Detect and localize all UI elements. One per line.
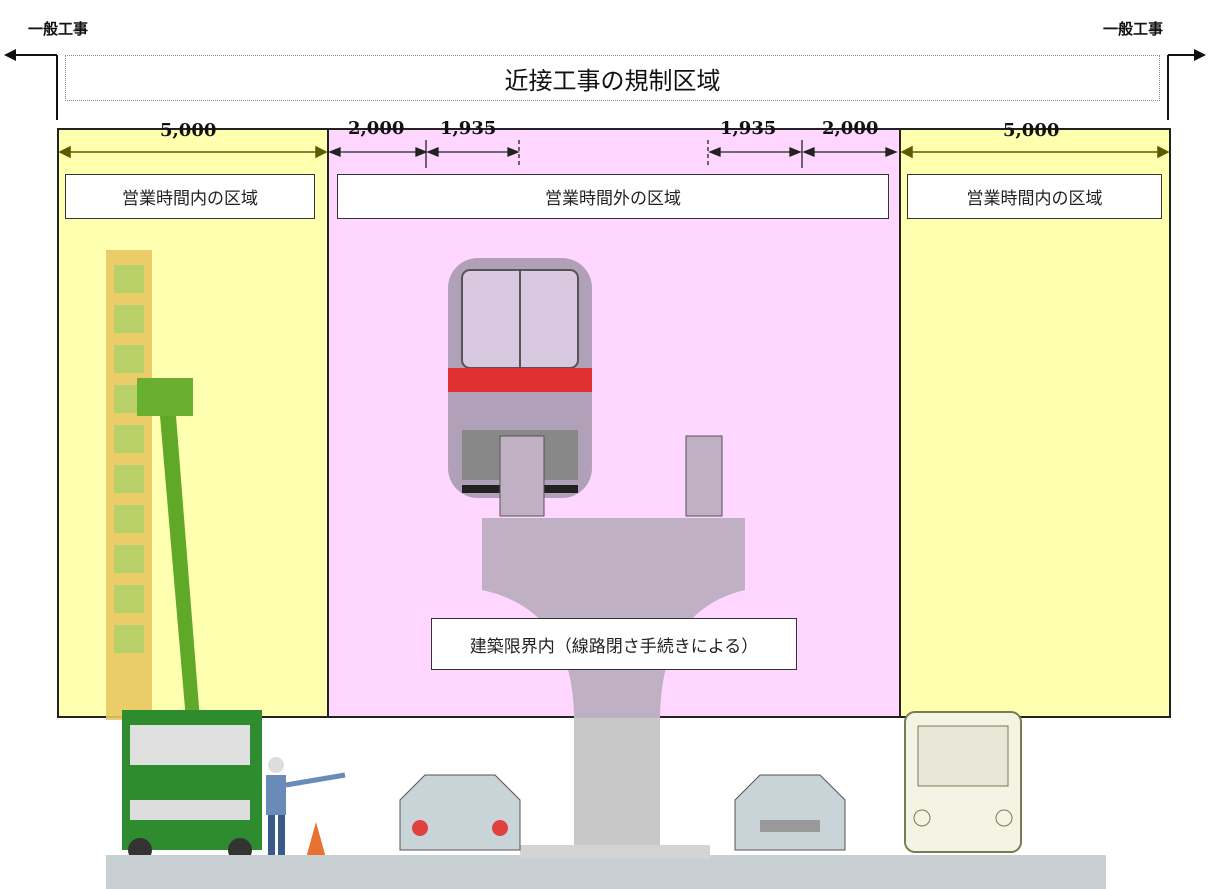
dim-center-left-outer: 2,000 xyxy=(348,118,405,139)
building-icon xyxy=(106,250,152,720)
car-icon xyxy=(734,774,846,851)
right-operating-zone xyxy=(899,128,1171,718)
zone-label-right: 営業時間内の区域 xyxy=(907,174,1162,219)
dim-center-right-outer: 2,000 xyxy=(822,118,879,139)
dim-center-right-inner: 1,935 xyxy=(720,118,777,139)
dimension-arrow-right-zone xyxy=(900,145,1170,159)
zone-label-left: 営業時間内の区域 xyxy=(65,174,315,219)
traffic-cone-icon xyxy=(306,822,326,858)
arrow-left-icon xyxy=(4,49,58,120)
dim-left-zone: 5,000 xyxy=(160,120,217,141)
regulated-area-title: 近接工事の規制区域 xyxy=(65,55,1160,101)
aerial-lift-truck-icon xyxy=(122,378,262,862)
bus-icon xyxy=(904,711,1022,853)
dimension-arrows-center xyxy=(328,140,898,168)
dimension-arrow-left-zone xyxy=(58,145,328,159)
car-icon xyxy=(399,774,521,851)
road-surface xyxy=(106,855,1106,889)
flagman-icon xyxy=(266,757,346,857)
zone-label-center: 営業時間外の区域 xyxy=(337,174,889,219)
corner-label-left: 一般工事 xyxy=(28,20,89,38)
dim-center-left-inner: 1,935 xyxy=(440,118,497,139)
clearance-label: 建築限界内（線路閉さ手続きによる） xyxy=(431,618,797,670)
corner-label-right: 一般工事 xyxy=(1103,20,1164,38)
dim-right-zone: 5,000 xyxy=(1003,120,1060,141)
arrow-right-icon xyxy=(1167,49,1206,120)
